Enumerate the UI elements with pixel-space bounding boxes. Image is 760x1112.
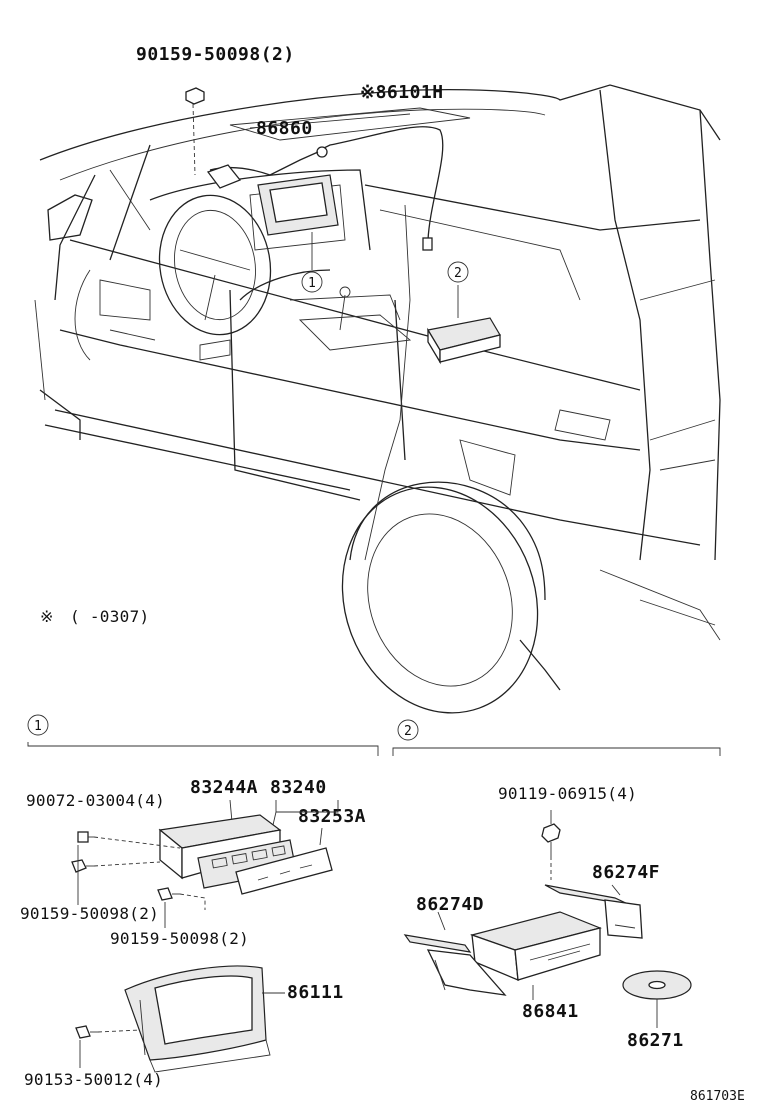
bolt-90119-icon [541, 823, 561, 856]
screw-90159-b-icon [157, 887, 180, 901]
screw-90159-a-icon [71, 859, 94, 873]
label-screw-90072: 90072-03004(4) [26, 791, 165, 810]
footnote-mark: ※ [40, 607, 54, 626]
diagram-code: 861703E [690, 1089, 745, 1104]
label-disc: 86271 [627, 1030, 684, 1051]
disc-icon [622, 970, 692, 1000]
label-bracket-f: 86274F [592, 862, 660, 883]
section-2-header: 2 [392, 719, 721, 756]
callout-1-top: 1 [301, 271, 323, 293]
section-2-number: 2 [404, 724, 412, 739]
label-unit: 86841 [522, 1001, 579, 1022]
label-antenna-cord: ※86101H [360, 82, 444, 103]
climate-control-assembly [71, 799, 339, 928]
dash-display-unit [257, 174, 339, 236]
label-83244A: 83244A [190, 777, 258, 798]
section-1-number: 1 [34, 719, 42, 734]
label-screw-90159-b: 90159-50098(2) [110, 929, 249, 948]
label-harness: 86860 [256, 118, 313, 139]
callout-2-top: 2 [447, 261, 469, 283]
label-83253A: 83253A [298, 806, 366, 827]
section-1-header: 1 [27, 714, 379, 756]
label-bracket-d: 86274D [416, 894, 484, 915]
label-bolt-top: 90159-50098(2) [136, 44, 295, 65]
top-bolt-icon [185, 87, 205, 105]
label-bolt-90119: 90119-06915(4) [498, 784, 637, 803]
screw-90153-icon [75, 1025, 98, 1039]
label-display: 86111 [287, 982, 344, 1003]
callout-1-top-number: 1 [308, 276, 316, 291]
screw-90072-icon [77, 831, 94, 843]
display-assembly [75, 965, 285, 1073]
label-83240: 83240 [270, 777, 327, 798]
label-screw-90159-a: 90159-50098(2) [20, 904, 159, 923]
vehicle-illustration [34, 84, 721, 714]
footnote-text: ( -0307) [70, 607, 149, 626]
callout-2-top-number: 2 [454, 266, 462, 281]
label-screw-90153: 90153-50012(4) [24, 1070, 163, 1089]
cargo-changer-unit [427, 317, 501, 365]
changer-assembly [403, 810, 692, 1028]
